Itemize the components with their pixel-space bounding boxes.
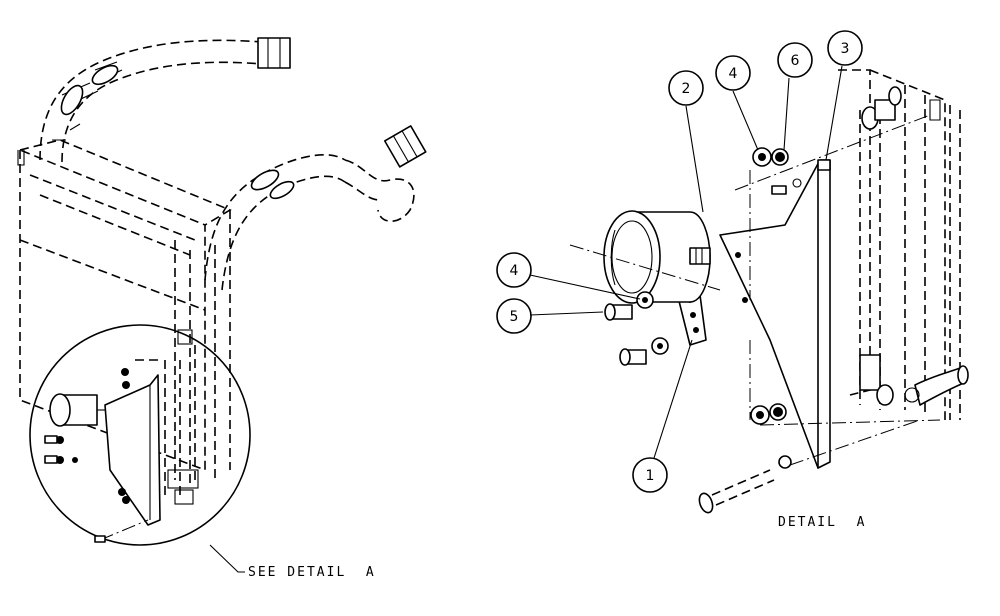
callout-6-number: 6: [791, 53, 800, 69]
callout-balloon-5: 5: [496, 298, 532, 334]
centerlines: [569, 114, 941, 466]
callout-balloon-3: 3: [827, 30, 863, 66]
see-detail-caption: SEE DETAIL A: [248, 565, 376, 580]
callout-balloon-2: 2: [668, 70, 704, 106]
callout-4-top-number: 4: [729, 66, 738, 82]
upper-radiator-hose: [39, 37, 291, 163]
mounting-bracket: [719, 159, 831, 469]
callout-balloon-4-top: 4: [715, 55, 751, 91]
fasteners: [604, 147, 802, 514]
callout-balloon-4-left: 4: [496, 252, 532, 288]
lower-radiator-hose: [204, 125, 427, 291]
detail-a-caption: DETAIL A: [778, 515, 867, 530]
see-detail-leader: [209, 544, 245, 573]
leader-lines: [529, 65, 843, 459]
callout-2-number: 2: [682, 81, 691, 97]
callout-balloon-1: 1: [632, 457, 668, 493]
callout-1-number: 1: [646, 468, 655, 484]
radiator-core: [17, 139, 232, 489]
callout-3-number: 3: [841, 41, 850, 57]
callout-balloon-6: 6: [777, 42, 813, 78]
reservoir-tank: [603, 210, 711, 346]
detail-circle: [29, 324, 251, 546]
callout-4-left-number: 4: [510, 263, 519, 279]
overall-assembly-view: [17, 37, 427, 573]
callout-5-number: 5: [510, 309, 519, 325]
detail-a-view: 2 4 6 3 4 5 1: [496, 30, 969, 514]
radiator-side-frame: [838, 69, 969, 420]
